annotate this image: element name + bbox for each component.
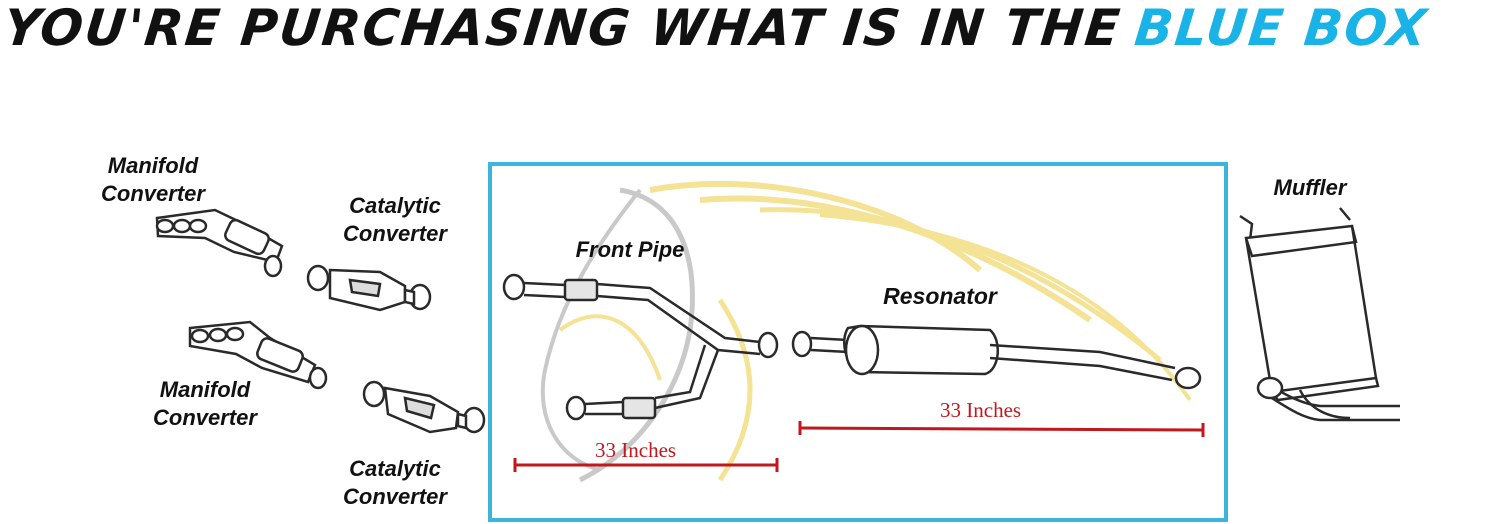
catalytic-converter-top-icon xyxy=(306,264,432,312)
manifold-converter-bottom-icon xyxy=(188,320,328,390)
resonator-measure-line xyxy=(798,421,1205,437)
front-pipe-icon xyxy=(502,273,779,421)
front-pipe-label: Front Pipe xyxy=(575,237,685,262)
horse-head-watermark-icon xyxy=(540,180,1192,483)
blue-box xyxy=(488,162,1228,522)
front-pipe-measure-line xyxy=(513,458,779,472)
resonator-measure-text: 33 Inches xyxy=(940,398,1022,422)
manifold-converter-top-label: Manifold Converter xyxy=(101,153,205,206)
resonator-icon xyxy=(791,324,1202,390)
catalytic-converter-bottom-icon xyxy=(362,380,486,434)
resonator-label: Resonator xyxy=(883,283,997,309)
catalytic-converter-top-label: Catalytic Converter xyxy=(343,193,447,246)
manifold-converter-top-icon xyxy=(155,208,284,278)
catalytic-converter-bottom-label: Catalytic Converter xyxy=(343,456,447,509)
front-pipe-measure-text: 33 Inches xyxy=(595,438,677,462)
muffler-icon xyxy=(1239,207,1400,422)
manifold-converter-bottom-label: Manifold Converter xyxy=(153,377,257,430)
muffler-label: Muffler xyxy=(1273,175,1347,200)
